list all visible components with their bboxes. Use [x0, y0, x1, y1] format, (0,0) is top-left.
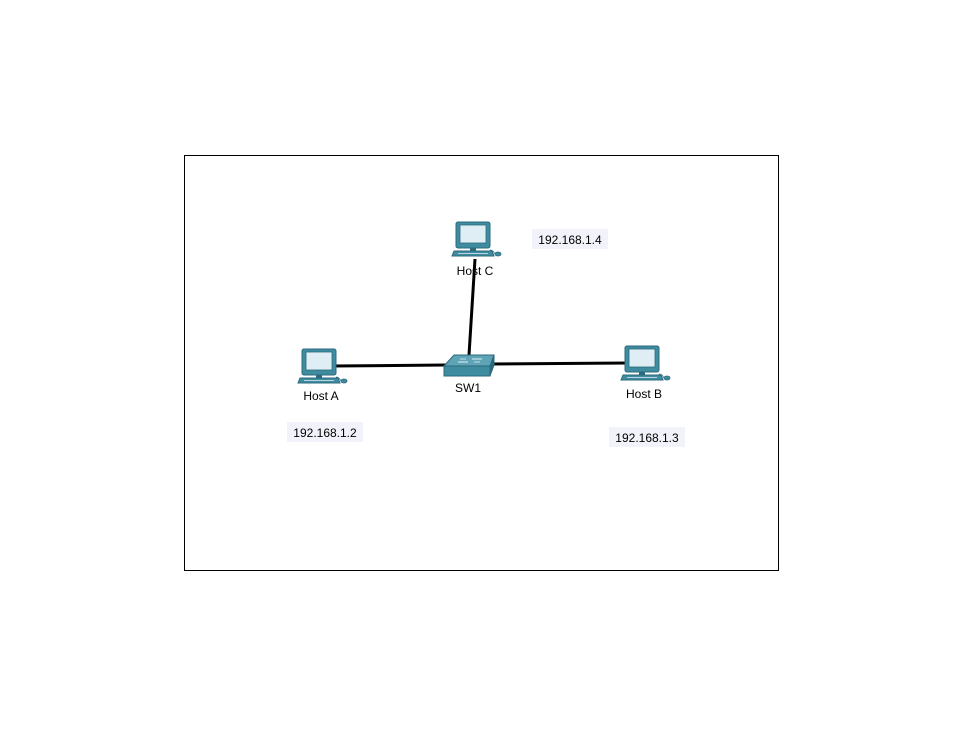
- link-host-a-sw1[interactable]: [332, 363, 447, 368]
- ip-label-host-c: 192.168.1.4: [532, 229, 608, 249]
- link-host-b-sw1[interactable]: [489, 361, 629, 366]
- host-b-label: Host B: [626, 387, 662, 401]
- ip-text-host-c: 192.168.1.4: [538, 233, 602, 247]
- link-host-c-sw1[interactable]: [467, 258, 477, 356]
- switch-icon: [442, 354, 495, 377]
- host-c-device[interactable]: [451, 221, 502, 257]
- sw1-label: SW1: [455, 381, 481, 395]
- ip-label-host-b: 192.168.1.3: [609, 427, 685, 447]
- sw1-device[interactable]: [442, 354, 495, 377]
- ip-label-host-a: 192.168.1.2: [287, 422, 363, 442]
- ip-text-host-a: 192.168.1.2: [293, 426, 357, 440]
- pc-icon: [451, 221, 502, 257]
- host-b-device[interactable]: [620, 345, 671, 381]
- pc-icon: [620, 345, 671, 381]
- ip-text-host-b: 192.168.1.3: [615, 431, 679, 445]
- host-a-label: Host A: [303, 389, 338, 403]
- host-c-label: Host C: [457, 264, 494, 278]
